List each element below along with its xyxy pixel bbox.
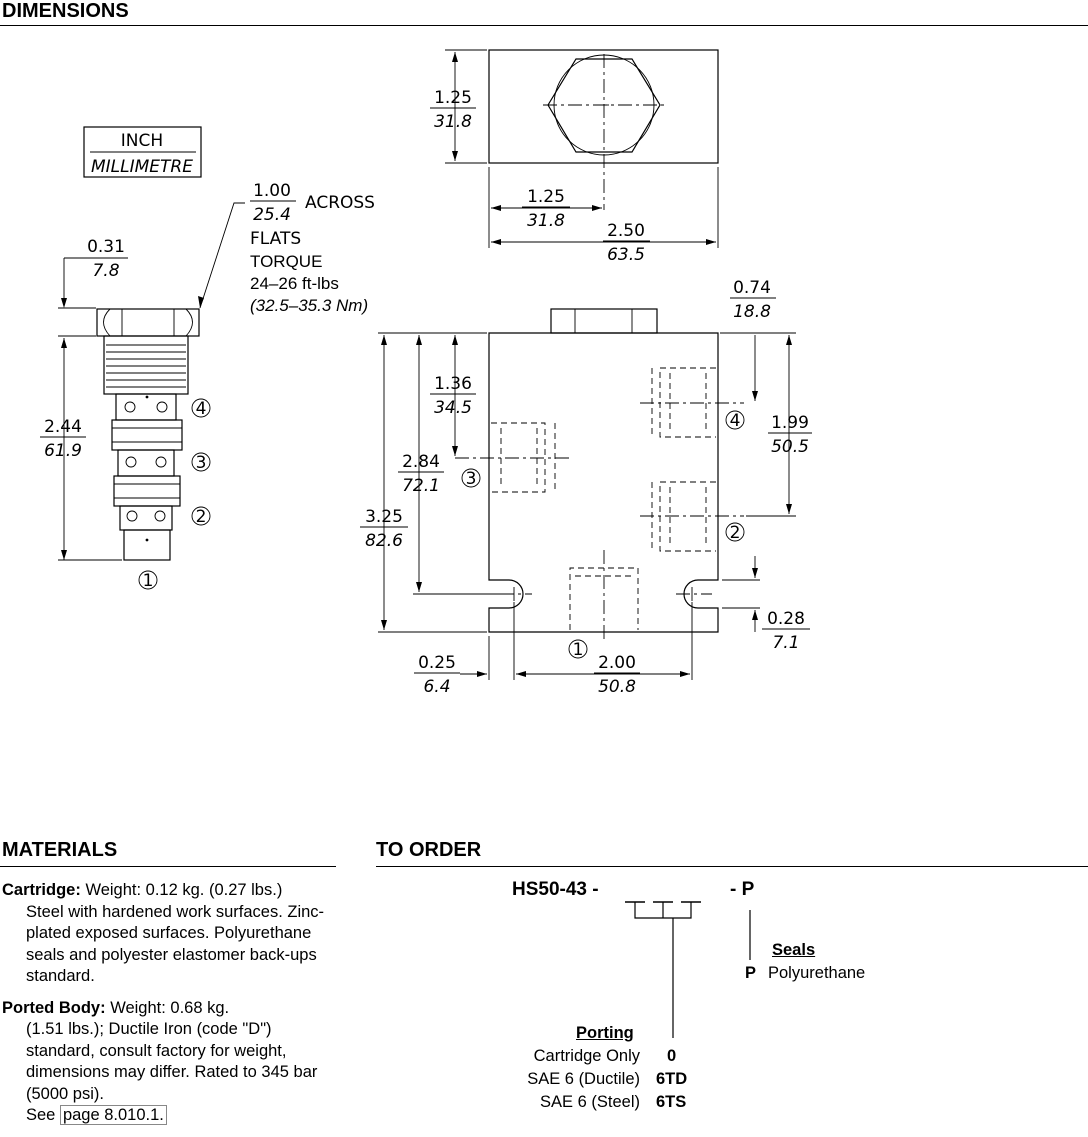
cartridge-port-3: 3 [196, 453, 207, 473]
top-center-mm: 31.8 [527, 211, 565, 231]
materials-heading: MATERIALS [2, 839, 118, 861]
porting-code-1: 6TD [656, 1070, 688, 1088]
body-port4-inch: 1.36 [434, 374, 472, 394]
dimensions-heading: DIMENSIONS [2, 0, 129, 22]
body-port-4: 4 [730, 411, 741, 431]
cart-hex-mm: 7.8 [92, 261, 119, 281]
hex-inch: 1.00 [253, 181, 291, 201]
body-top-offset-mm: 18.8 [733, 302, 771, 322]
seal-code: P [745, 964, 757, 982]
body-port-2: 2 [730, 523, 741, 543]
dimension-drawing: INCH MILLIMETRE 1.00 25.4 ACROSS FLATS T… [40, 49, 812, 697]
body-port4-mm: 34.5 [434, 398, 472, 418]
body-material: Ported Body: Weight: 0.68 kg. (1.51 lbs.… [2, 998, 332, 1127]
dimensions-rule [0, 25, 1088, 26]
body-left-inch: 0.25 [418, 653, 456, 673]
hex-flats: FLATS [250, 229, 301, 249]
cartridge-port-1: 1 [143, 571, 154, 591]
body-height-inch: 3.25 [365, 507, 403, 527]
hex-note: 1.00 25.4 ACROSS FLATS TORQUE 24–26 ft-l… [198, 181, 375, 315]
body-material-label: Ported Body: [2, 998, 106, 1017]
top-width-inch: 2.50 [607, 221, 645, 241]
hex-mm: 25.4 [253, 205, 291, 225]
body-material-text: (1.51 lbs.); Ductile Iron (code "D") sta… [26, 1020, 318, 1103]
body-top-offset-inch: 0.74 [733, 278, 771, 298]
top-width-mm: 63.5 [607, 245, 645, 265]
body-port3-mm: 72.1 [402, 476, 440, 496]
body-spacing-inch: 1.99 [771, 413, 809, 433]
seal-name: Polyurethane [768, 964, 866, 982]
model-suffix: - P [730, 879, 755, 900]
porting-code-0: 0 [667, 1047, 677, 1065]
top-height-mm: 31.8 [434, 112, 472, 132]
body-mount-mm: 7.1 [772, 633, 799, 653]
porting-name-0: Cartridge Only [533, 1047, 640, 1065]
to-order-heading: TO ORDER [376, 839, 482, 861]
body-spacing-mm: 50.5 [771, 437, 809, 457]
torque-nm: (32.5–35.3 Nm) [250, 296, 368, 315]
cartridge-port-4: 4 [196, 399, 207, 419]
units-legend: INCH MILLIMETRE [83, 126, 202, 178]
order-code-diagram [625, 901, 751, 1038]
hex-across: ACROSS [305, 193, 375, 213]
body-port-1: 1 [573, 640, 584, 660]
porting-code-2: 6TS [656, 1093, 687, 1111]
cartridge-material-text: Steel with hardened work surfaces. Zinc-… [26, 902, 325, 986]
cartridge-material-first: Weight: 0.12 kg. (0.27 lbs.) [85, 881, 283, 899]
torque-label: TORQUE [250, 252, 322, 271]
cartridge-material: Cartridge: Weight: 0.12 kg. (0.27 lbs.) … [2, 880, 332, 988]
materials-block: Cartridge: Weight: 0.12 kg. (0.27 lbs.) … [2, 880, 332, 1137]
body-view: 3 4 2 1 0.74 18.8 1.99 50.5 1.36 34.5 [360, 278, 812, 697]
body-port-3: 3 [466, 469, 477, 489]
body-height-mm: 82.6 [365, 531, 403, 551]
body-material-first: Weight: 0.68 kg. [110, 998, 230, 1017]
materials-rule [0, 866, 336, 867]
torque-ftlbs: 24–26 ft-lbs [250, 274, 339, 293]
body-port3-inch: 2.84 [402, 452, 440, 472]
cartridge-view: 4 3 2 1 0.31 7.8 2.44 61.9 [40, 237, 211, 591]
body-mount-inch: 0.28 [767, 609, 805, 629]
body-holes-inch: 2.00 [598, 653, 636, 673]
top-center-inch: 1.25 [527, 187, 565, 207]
cart-length-mm: 61.9 [44, 441, 82, 461]
model-prefix: HS50-43 - [512, 879, 599, 900]
porting-title: Porting [576, 1024, 634, 1042]
top-height-inch: 1.25 [434, 88, 472, 108]
cartridge-port-2: 2 [196, 507, 207, 527]
cartridge-material-label: Cartridge: [2, 881, 81, 899]
cart-hex-inch: 0.31 [87, 237, 125, 257]
legend-inch: INCH [121, 131, 163, 151]
body-holes-mm: 50.8 [598, 677, 636, 697]
seals-title: Seals [772, 941, 816, 959]
see-text: See [26, 1106, 56, 1124]
body-left-mm: 6.4 [423, 677, 450, 697]
top-view: 1.25 31.8 1.25 31.8 2.50 63.5 [430, 49, 719, 265]
porting-name-1: SAE 6 (Ductile) [527, 1070, 640, 1088]
to-order-rule [376, 866, 1088, 867]
legend-millimetre: MILLIMETRE [91, 157, 193, 177]
cart-length-inch: 2.44 [44, 417, 82, 437]
page-reference-link[interactable]: page 8.010.1. [59, 1105, 167, 1125]
porting-name-2: SAE 6 (Steel) [540, 1093, 640, 1111]
